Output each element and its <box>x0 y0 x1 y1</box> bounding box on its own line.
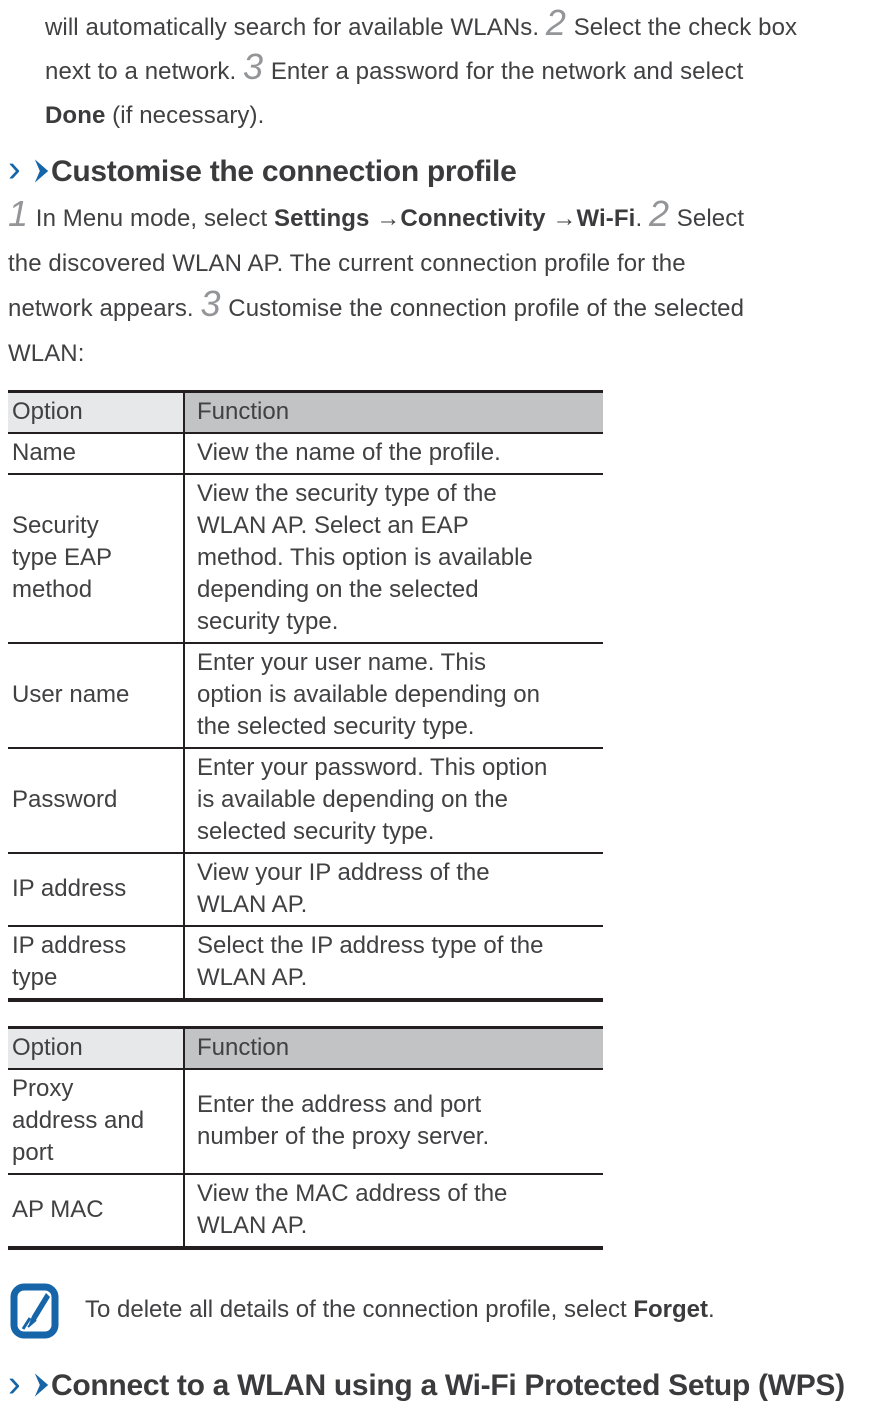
text-run: network appears. <box>8 295 201 322</box>
option-cell: IP address type <box>8 926 184 1001</box>
text-run: Select <box>670 205 745 232</box>
note-pen-icon <box>8 1282 65 1339</box>
bold-keyword: Settings <box>274 205 370 232</box>
chevron-right-solid-icon <box>34 1372 49 1398</box>
text-run: Customise the connection profile of the … <box>221 295 745 322</box>
bold-keyword: Wi-Fi <box>576 205 636 232</box>
step-number: 2 <box>648 193 671 234</box>
function-column-header: Function <box>183 1027 603 1070</box>
text-run: WLAN: <box>8 340 85 367</box>
function-cell: Enter your user name. This option is ava… <box>183 643 603 749</box>
section-title: Connect to a WLAN using a Wi-Fi Protecte… <box>51 1369 845 1402</box>
section-title: Customise the connection profile <box>51 155 517 188</box>
text-run: → <box>545 205 577 232</box>
step-number: 3 <box>243 46 265 87</box>
function-cell: Enter your password. This option is avai… <box>183 748 603 854</box>
option-column-header: Option <box>8 391 184 434</box>
step-number: 2 <box>545 2 567 43</box>
note-callout: To delete all details of the connection … <box>8 1282 879 1339</box>
bold-keyword: Connectivity <box>400 205 546 232</box>
chevron-right-outline-icon: › <box>8 148 21 190</box>
option-cell: Password <box>8 748 184 854</box>
option-cell: AP MAC <box>8 1174 184 1249</box>
function-cell: Select the IP address type of the WLAN A… <box>183 926 603 1001</box>
option-cell: Security type EAP method <box>8 474 184 644</box>
function-cell: Enter the address and port number of the… <box>183 1069 603 1175</box>
chevron-right-outline-icon: › <box>8 1363 21 1405</box>
option-cell: Name <box>8 433 184 475</box>
function-cell: View your IP address of the WLAN AP. <box>183 853 603 927</box>
option-cell: IP address <box>8 853 184 927</box>
function-column-header: Function <box>183 391 603 434</box>
text-run: . <box>635 205 649 232</box>
text-run: To delete all details of the connection … <box>85 1296 634 1323</box>
text-run: Enter a password for the network and sel… <box>264 58 744 85</box>
section-heading-wps: › Connect to a WLAN using a Wi-Fi Protect… <box>8 1363 879 1405</box>
text-run: Select the check box <box>566 14 798 41</box>
option-cell: Proxy address and port <box>8 1069 184 1175</box>
text-run: → <box>369 205 401 232</box>
step-number: 3 <box>200 283 222 324</box>
bold-keyword: Done <box>45 102 106 129</box>
text-run: In Menu mode, select <box>29 205 275 232</box>
intro-paragraph: will automatically search for available … <box>45 5 879 138</box>
text-run: . <box>708 1296 715 1323</box>
option-column-header: Option <box>8 1027 184 1070</box>
step-number: 1 <box>8 193 30 234</box>
option-cell: User name <box>8 643 184 749</box>
function-cell: View the name of the profile. <box>183 433 603 475</box>
bold-keyword: Forget <box>633 1296 709 1323</box>
note-text: To delete all details of the connection … <box>85 1294 715 1326</box>
text-run: next to a network. <box>45 58 244 85</box>
function-cell: View the security type of the WLAN AP. S… <box>183 474 603 644</box>
text-run: (if necessary). <box>105 102 265 129</box>
function-cell: View the MAC address of the WLAN AP. <box>183 1174 603 1249</box>
steps-paragraph: 1 In Menu mode, select Settings →Connect… <box>8 196 879 376</box>
section-heading-customise-profile: › Customise the connection profile <box>8 148 879 192</box>
text-run: will automatically search for available … <box>45 14 546 41</box>
text-run: the discovered WLAN AP. The current conn… <box>8 250 686 277</box>
chevron-right-solid-icon <box>34 158 49 184</box>
